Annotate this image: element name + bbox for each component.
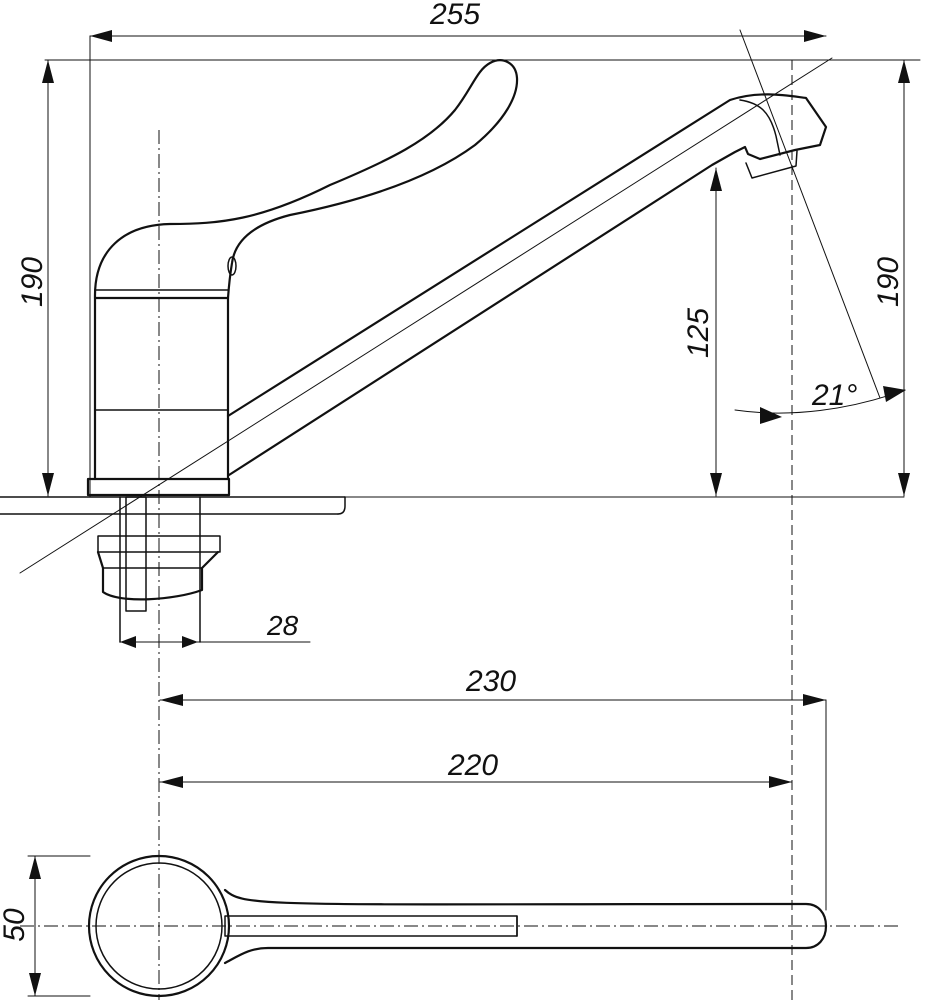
spout-height-label: 125 bbox=[682, 308, 715, 358]
top-view-width-arrow-top bbox=[29, 856, 41, 879]
center-lines bbox=[19, 29, 902, 1000]
spout-height-arrow-bottom bbox=[710, 473, 722, 496]
overall-width-label: 255 bbox=[429, 0, 480, 31]
faucet-body bbox=[93, 296, 230, 481]
spout-nozzle-curve bbox=[739, 99, 781, 156]
reach-outer-arrow-left bbox=[160, 694, 183, 706]
countertop bbox=[0, 496, 905, 515]
reach-inner-label: 220 bbox=[447, 749, 498, 782]
top-view-width-label: 50 bbox=[0, 908, 31, 942]
top-view-width-arrow-bottom bbox=[29, 973, 41, 996]
left-height-label: 190 bbox=[16, 257, 49, 307]
reach-outer-label: 230 bbox=[465, 665, 516, 698]
width-arrow-left bbox=[90, 30, 112, 42]
base-width-label: 28 bbox=[266, 610, 299, 641]
spout-outline bbox=[226, 93, 828, 477]
nozzle-axis-line bbox=[739, 29, 881, 399]
base-width-arrow-right bbox=[182, 636, 198, 648]
spout-height-arrow-top bbox=[710, 168, 722, 191]
lever-pivot bbox=[227, 256, 237, 276]
mounting-nut bbox=[96, 550, 220, 601]
base-width-arrow-left bbox=[120, 636, 136, 648]
top-view-outer-circle bbox=[87, 854, 231, 998]
spout-angle-reference-line bbox=[19, 57, 833, 574]
faucet-top-view bbox=[87, 854, 828, 998]
spout-aerator bbox=[745, 150, 798, 179]
right-height-arrow-bottom bbox=[898, 473, 910, 496]
top-view-spout-outline bbox=[223, 888, 828, 965]
angle-arrow-right bbox=[883, 386, 906, 402]
angle-arrow-left bbox=[760, 407, 782, 424]
reach-inner-arrow-right bbox=[769, 776, 792, 788]
mounting-shank-lines bbox=[119, 496, 201, 643]
mounting-washer bbox=[97, 535, 221, 553]
faucet-base-flange bbox=[86, 477, 231, 497]
countertop-edge bbox=[337, 496, 346, 515]
top-view-inner-circle bbox=[95, 862, 223, 990]
left-height-arrow-top bbox=[42, 60, 54, 83]
reach-outer-arrow-right bbox=[803, 694, 826, 706]
left-height-arrow-bottom bbox=[42, 473, 54, 496]
mounting-stud bbox=[125, 496, 147, 612]
faucet-lever-handle bbox=[93, 59, 519, 300]
angle-label: 21° bbox=[811, 379, 857, 412]
width-arrow-right bbox=[804, 30, 826, 42]
right-height-label: 190 bbox=[872, 257, 905, 307]
reach-inner-arrow-left bbox=[160, 776, 183, 788]
faucet-side-view bbox=[86, 59, 828, 643]
right-height-arrow-top bbox=[898, 60, 910, 83]
